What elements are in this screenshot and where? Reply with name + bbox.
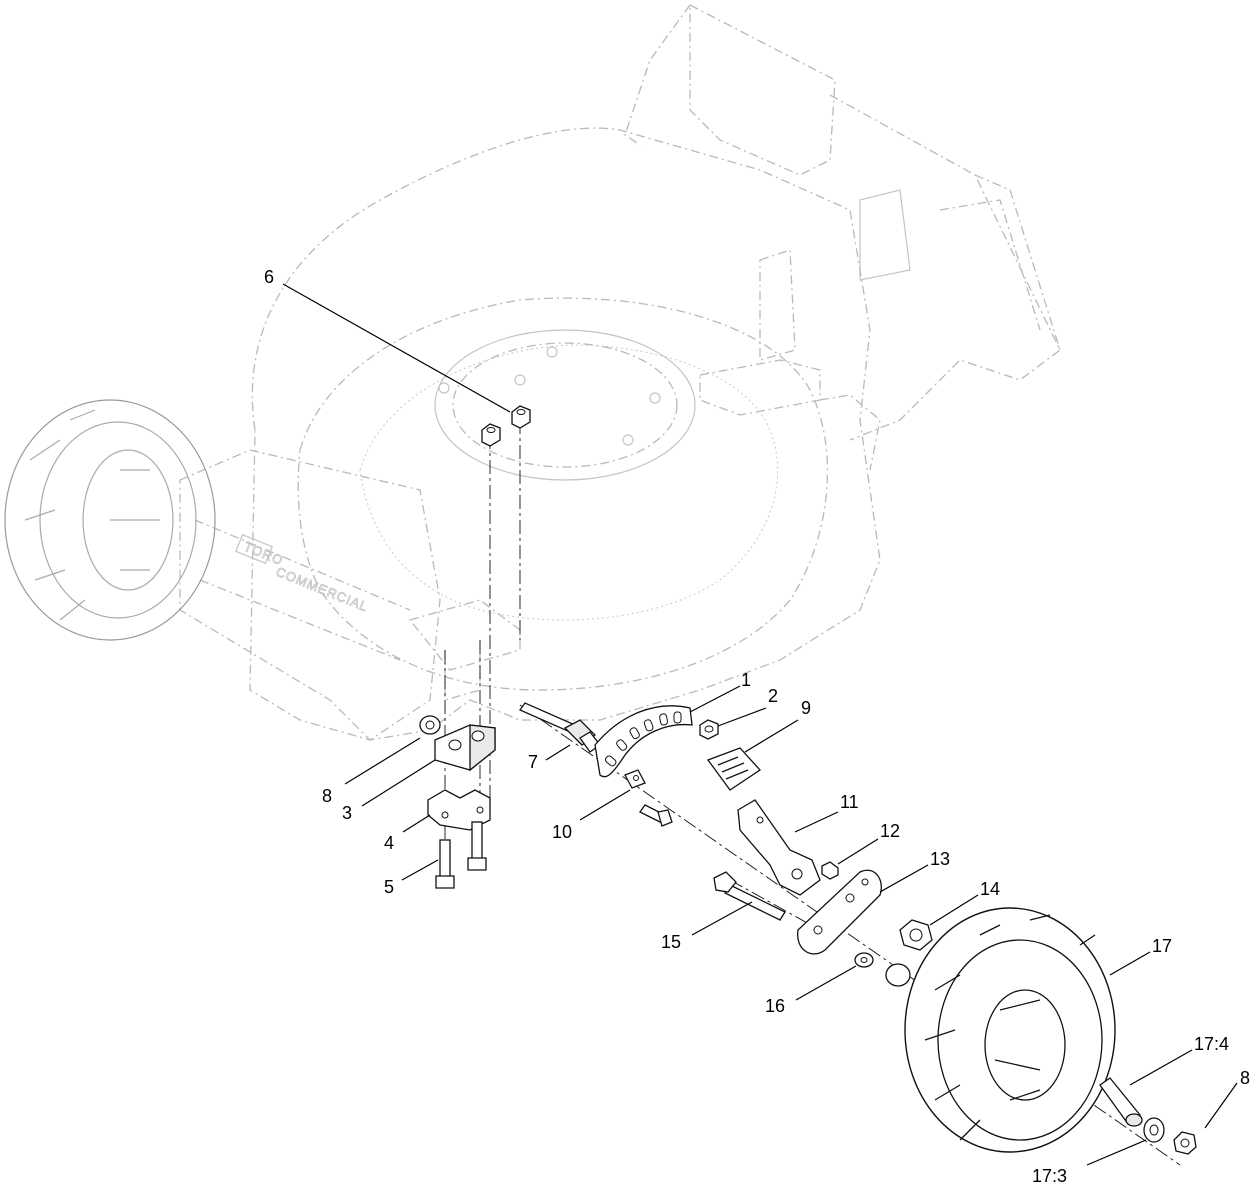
svg-text:7: 7 — [528, 752, 538, 772]
callout-16: 16 — [765, 965, 857, 1016]
callout-11: 11 — [794, 792, 859, 833]
svg-text:14: 14 — [980, 879, 1000, 899]
callout-17-3: 17:3 — [1032, 1139, 1147, 1186]
part-7-pivot-shaft — [519, 702, 601, 753]
callout-15: 15 — [661, 901, 753, 952]
callout-9: 9 — [744, 698, 811, 753]
part-10-spacer-block — [624, 769, 673, 827]
mower-deck-ghost: TORO COMMERCIAL — [4, 3, 1061, 741]
svg-text:3: 3 — [342, 803, 352, 823]
svg-text:12: 12 — [880, 821, 900, 841]
part-14-flange-nut — [899, 919, 933, 951]
callout-5: 5 — [384, 859, 439, 897]
callout-12: 12 — [837, 821, 900, 865]
part-8-nut-left — [419, 715, 441, 735]
svg-text:COMMERCIAL: COMMERCIAL — [274, 564, 371, 615]
part-17-3-washer — [1143, 1117, 1165, 1143]
svg-text:13: 13 — [930, 849, 950, 869]
part-5-bolts — [435, 821, 487, 889]
svg-text:15: 15 — [661, 932, 681, 952]
part-4-plate — [427, 789, 491, 831]
svg-text:8: 8 — [1240, 1068, 1250, 1088]
svg-text:1: 1 — [741, 670, 751, 690]
height-adjust-assembly — [419, 405, 1197, 1166]
part-17-wheel — [904, 907, 1116, 1153]
callout-3: 3 — [342, 759, 436, 823]
svg-text:4: 4 — [384, 833, 394, 853]
part-8-nut-right — [1173, 1131, 1197, 1155]
part-11-height-lever — [737, 799, 821, 896]
callout-10: 10 — [552, 789, 631, 842]
part-12-bolt — [821, 861, 839, 880]
svg-text:11: 11 — [840, 792, 859, 812]
callout-4: 4 — [384, 814, 431, 853]
svg-text:16: 16 — [765, 996, 785, 1016]
part-13-axle-plate — [797, 869, 882, 955]
svg-text:10: 10 — [552, 822, 572, 842]
svg-text:6: 6 — [264, 267, 274, 287]
svg-text:9: 9 — [801, 698, 811, 718]
callout-17-4: 17:4 — [1129, 1034, 1229, 1086]
part-15-bolt — [713, 871, 786, 921]
part-1-height-quadrant — [594, 705, 693, 778]
part-2-nut — [699, 719, 719, 740]
part-17-4-bushing — [1099, 1077, 1143, 1127]
svg-text:5: 5 — [384, 877, 394, 897]
callout-7: 7 — [528, 744, 571, 772]
svg-text:17:4: 17:4 — [1194, 1034, 1229, 1054]
svg-text:2: 2 — [768, 686, 778, 706]
callout-6: 6 — [264, 267, 511, 413]
svg-text:8: 8 — [322, 786, 332, 806]
part-6-nut — [481, 405, 531, 447]
callout-1: 1 — [689, 670, 751, 713]
callout-13: 13 — [879, 849, 950, 893]
callout-14: 14 — [929, 879, 1000, 926]
front-wheel-ghost — [4, 399, 216, 641]
part-3-pivot-bracket — [434, 724, 496, 772]
part-9-grip-pad — [706, 747, 761, 791]
part-16-washer — [854, 952, 911, 987]
svg-text:17: 17 — [1152, 936, 1172, 956]
callout-17: 17 — [1109, 936, 1172, 976]
callout-8-right: 8 — [1204, 1068, 1250, 1129]
callouts: 6 1 2 9 7 8 3 4 — [264, 267, 1250, 1186]
callout-8-left: 8 — [322, 737, 421, 806]
svg-text:17:3: 17:3 — [1032, 1166, 1067, 1186]
callout-2: 2 — [717, 686, 778, 727]
